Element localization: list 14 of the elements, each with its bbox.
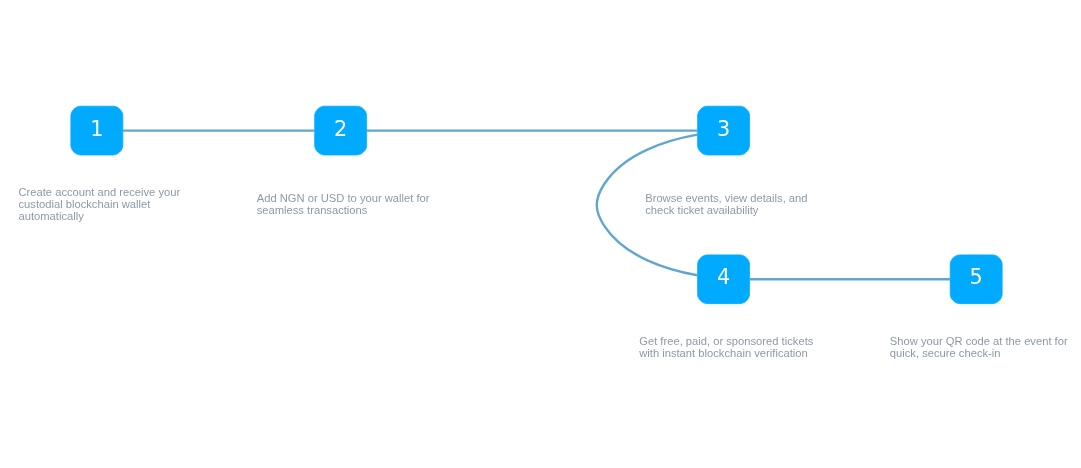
- node-box: 5: [949, 254, 1003, 304]
- node-label: Create account and receive your custodial blockchain wallet automatically: [18, 185, 181, 222]
- connector: [123, 128, 315, 132]
- node-box: 4: [697, 254, 750, 304]
- node-label: Get free, paid, or sponsored tickets with instant blockchain verification: [639, 334, 814, 359]
- node-box: 1: [70, 105, 124, 155]
- node-label: Show your QR code at the event for quick, secure check-in: [889, 334, 1068, 359]
- node-box: 3: [697, 105, 750, 155]
- connector: [749, 277, 951, 280]
- connector: [595, 132, 698, 276]
- node-label: Add NGN or USD to your wallet for seamless transactions: [256, 191, 430, 216]
- connector: [366, 128, 698, 132]
- node-box: 2: [314, 105, 368, 155]
- node-label: Browse events, view details, and check ticket availability: [645, 191, 808, 216]
